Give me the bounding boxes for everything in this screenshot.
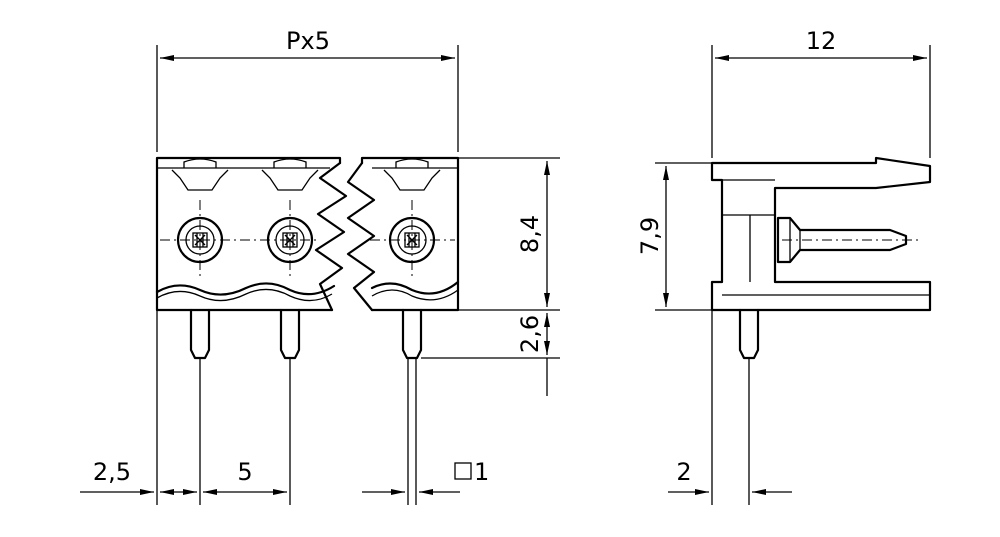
- dim-side-pin-offset: 2: [676, 458, 691, 486]
- side-vertical-pin: [738, 308, 760, 360]
- screw-head-bumps: [183, 158, 429, 168]
- front-wave-edge-inner: [156, 288, 459, 302]
- dim-body-height: 8,4: [516, 215, 544, 253]
- dim-pitch: 5: [237, 458, 252, 486]
- side-view: [710, 156, 932, 360]
- front-pin-1: [189, 308, 211, 360]
- side-body-outline: [710, 156, 932, 312]
- front-pin-3: [401, 308, 423, 360]
- dim-depth: 12: [806, 27, 837, 55]
- dim-side-height: 7,9: [636, 217, 664, 255]
- front-body-left-outline: [155, 156, 342, 312]
- dim-pin-square: 1: [474, 458, 489, 486]
- front-view: [155, 156, 460, 360]
- rail-notches: [171, 169, 441, 191]
- dim-edge-offset: 2,5: [93, 458, 131, 486]
- break-line-right: [346, 161, 376, 312]
- front-center-lines: [160, 200, 455, 280]
- square-symbol: [454, 462, 472, 480]
- front-pin-2: [279, 308, 301, 360]
- front-wave-edge: [155, 280, 460, 296]
- dim-pin-length: 2,6: [516, 315, 544, 353]
- side-horizontal-pin: [776, 216, 908, 264]
- dim-pitch-total: Px5: [286, 27, 330, 55]
- break-line-left: [314, 161, 348, 312]
- side-body-inner-lines: [722, 179, 930, 296]
- dimensions: Px5 12 8,4 2,6 7,9 2,5 5 1 2: [80, 27, 931, 505]
